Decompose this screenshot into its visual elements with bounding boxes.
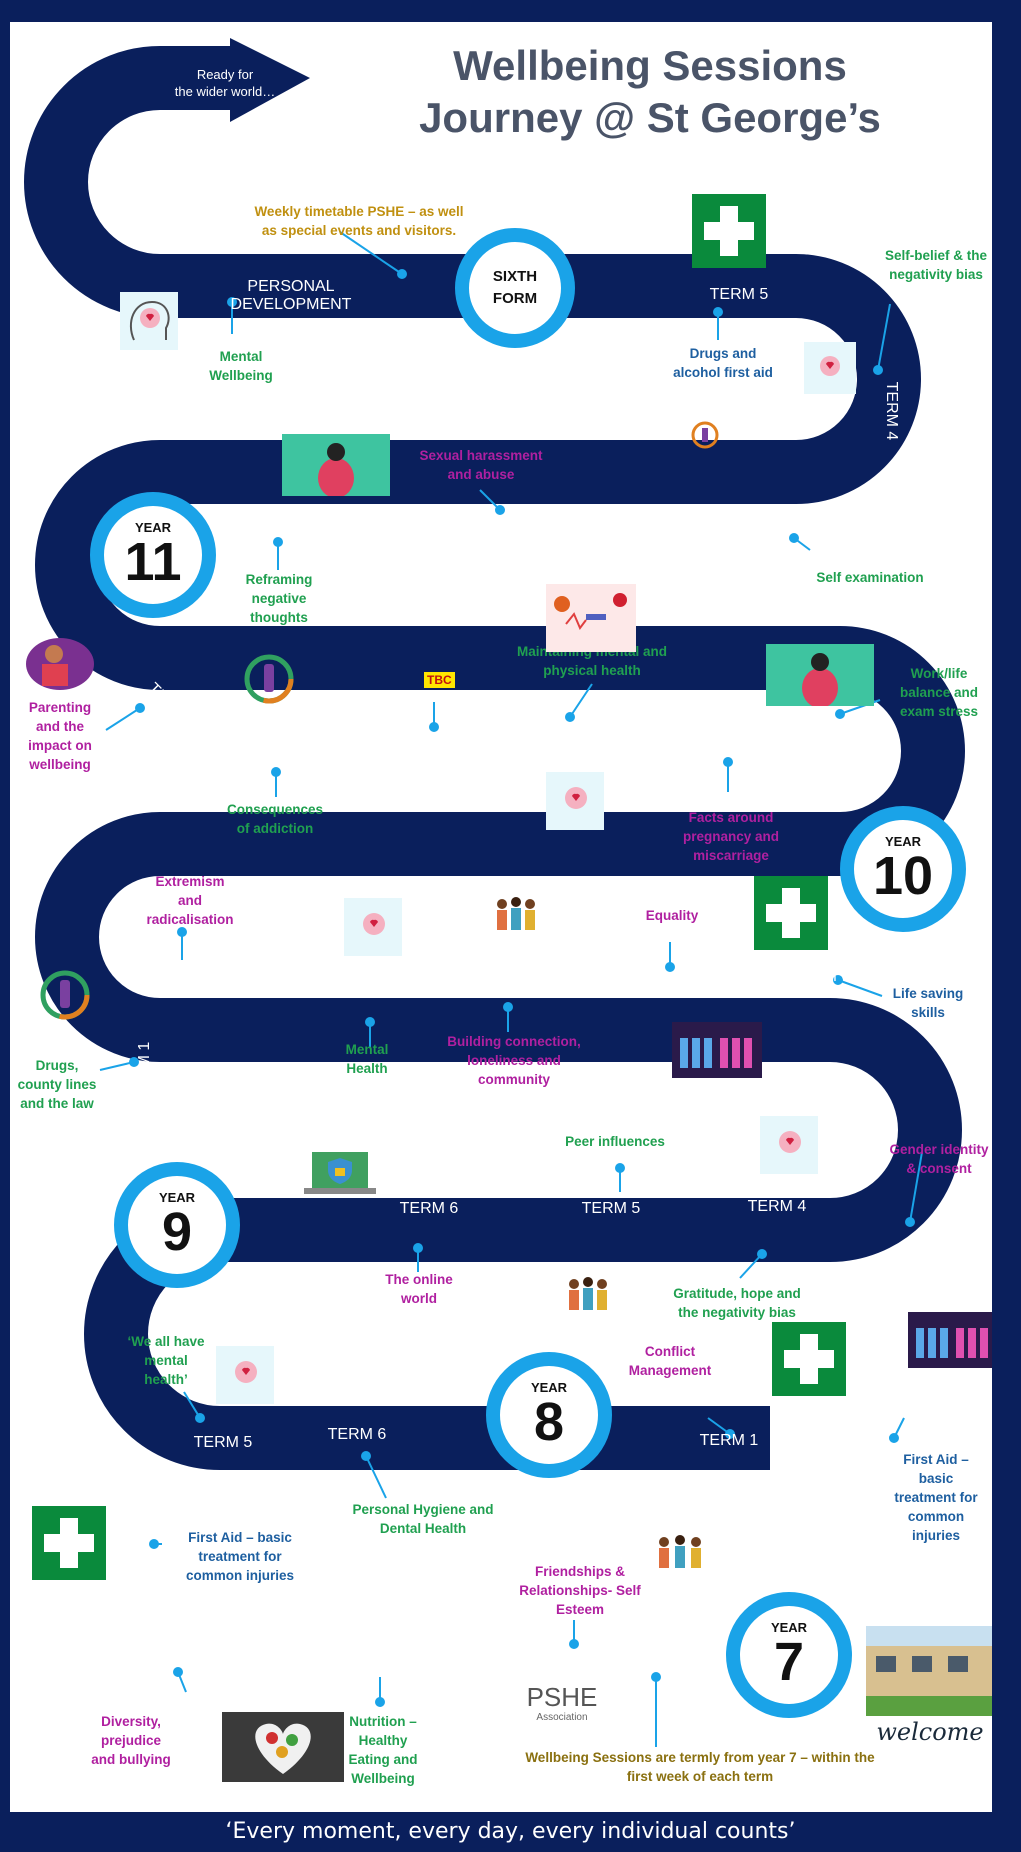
mental-health-label: Mental Health xyxy=(345,1042,389,1076)
page-title: Wellbeing Sessions Journey @ St George’s xyxy=(419,42,881,141)
y7-term5: TERM 5 xyxy=(193,1434,253,1451)
mental-wellbeing-label: Mental Wellbeing xyxy=(209,349,273,383)
brain-head-icon xyxy=(804,342,856,394)
pshe-note: Weekly timetable PSHE – as well as speci… xyxy=(254,204,464,238)
self-examination-label: Self examination xyxy=(816,570,924,585)
y8-term1: TERM 1 xyxy=(699,1432,759,1449)
y9-term5: TERM 5 xyxy=(653,970,713,987)
addiction-icon xyxy=(244,654,294,704)
y7-first-aid-label: First Aid – basic treatment for common i… xyxy=(185,1530,295,1583)
parenting-icon xyxy=(26,638,94,690)
y10-term4: TERM 4 xyxy=(403,744,463,761)
online-world-label: The online world xyxy=(385,1272,453,1306)
people-group-icon xyxy=(497,897,535,930)
friendships-label: Friendships & Relationships- Self Esteem xyxy=(519,1564,641,1617)
y7-term6: TERM 6 xyxy=(327,1426,387,1443)
sixth-term5: TERM 5 xyxy=(709,286,769,303)
work-life-label: Work/life balance and exam stress xyxy=(899,666,979,719)
personal-development-label: PERSONAL DEVELOPMENT xyxy=(230,278,352,313)
infographic-panel: Wellbeing Sessions Journey @ St George’s… xyxy=(10,22,992,1812)
extremism-label: Extremism and radicalisation xyxy=(146,874,234,927)
diversity-label: Diversity, prejudice and bullying xyxy=(91,1714,171,1767)
y7-term2: TERM 2 xyxy=(351,1648,411,1665)
drugs-first-aid-label: Drugs and alcohol first aid xyxy=(673,346,773,380)
footer-note: Wellbeing Sessions are termly from year … xyxy=(525,1750,875,1784)
people-group-icon xyxy=(569,1277,607,1310)
equality-people-icon xyxy=(672,1022,762,1078)
first-aid-icon xyxy=(692,194,766,268)
we-all-label: ‘We all have mental health’ xyxy=(127,1334,205,1387)
brain-head-icon xyxy=(216,1346,274,1404)
online-security-icon xyxy=(304,1152,376,1194)
y9-term1: TERM 1 xyxy=(136,1041,153,1101)
pshe-association: Association xyxy=(536,1712,588,1723)
drugs-county-label: Drugs, county lines and the law xyxy=(17,1058,97,1111)
y10-term5: TERM 5 xyxy=(237,746,297,763)
conflict-label: Conflict Management xyxy=(628,1344,712,1378)
hygiene-label: Personal Hygiene and Dental Health xyxy=(352,1502,494,1536)
tbc-badge: TBC xyxy=(424,672,455,688)
y11-term2: TERM 2 xyxy=(495,514,555,531)
y11-term1: TERM 1 xyxy=(249,516,309,533)
first-aid-icon xyxy=(772,1322,846,1396)
building-label: Building connection, loneliness and comm… xyxy=(447,1034,581,1087)
brain-head-icon xyxy=(546,772,604,830)
welcome-sign: welcome xyxy=(876,1718,984,1746)
sexual-harassment-label: Sexual harassment and abuse xyxy=(419,448,543,482)
addiction-icon xyxy=(40,970,90,1020)
y10-term3: TERM 3 xyxy=(545,744,605,761)
y8-term5: TERM 5 xyxy=(581,1200,641,1217)
distressed-person-icon xyxy=(766,644,874,706)
first-aid-icon xyxy=(32,1506,106,1580)
equality-label: Equality xyxy=(645,908,699,923)
first-aid-icon xyxy=(754,876,828,950)
brain-head-icon xyxy=(760,1116,818,1174)
school-building-image xyxy=(866,1626,992,1716)
sixth-form-circle: SIXTH FORM xyxy=(455,228,575,348)
y10-term2: TERM 2 xyxy=(715,742,775,759)
healthy-lifestyle-icon xyxy=(546,584,636,652)
gender-identity-label: Gender identity & consent xyxy=(889,1142,989,1176)
self-belief-label: Self-belief & the negativity bias xyxy=(884,248,987,282)
sixth-term4: TERM 4 xyxy=(883,381,900,441)
y11-term3: TERM 3 xyxy=(725,512,785,529)
y8-first-aid-label: First Aid – basic treatment for common i… xyxy=(894,1452,978,1543)
y9-term2: TERM 2 xyxy=(175,974,235,991)
arrow-head xyxy=(230,38,310,122)
arrow-text: Ready for the wider world… xyxy=(174,67,276,99)
facts-label: Facts around pregnancy and miscarriage xyxy=(682,810,780,863)
reframing-label: Reframing negative thoughts xyxy=(245,572,313,625)
addiction-icon xyxy=(691,421,719,449)
pshe-logo: PSHE xyxy=(526,1682,598,1712)
nutrition-label: Nutrition – Healthy Eating and Wellbeing xyxy=(348,1714,418,1786)
equality-people-icon xyxy=(908,1312,992,1368)
tagline-bar: ‘Every moment, every day, every individu… xyxy=(225,1819,796,1844)
y9-term6: TERM 6 xyxy=(791,968,851,985)
parenting-label: Parenting and the impact on wellbeing xyxy=(28,700,92,772)
y9-term4: TERM 4 xyxy=(483,972,543,989)
y7-term1: TERM 1 xyxy=(539,1650,599,1667)
healthy-food-icon xyxy=(222,1712,344,1782)
peer-influences-label: Peer influences xyxy=(565,1134,665,1149)
y9-term3: TERM 3 xyxy=(343,972,403,989)
brain-head-icon xyxy=(344,898,402,956)
gratitude-label: Gratitude, hope and the negativity bias xyxy=(673,1286,801,1320)
y8-term6: TERM 6 xyxy=(399,1200,459,1217)
distressed-person-icon xyxy=(282,434,390,496)
y7-term4: TERM 4 xyxy=(132,1515,149,1575)
brain-head-icon xyxy=(120,292,178,350)
consequences-label: Consequences of addiction xyxy=(226,802,324,836)
life-saving-label: Life saving skills xyxy=(892,986,964,1020)
y8-term4: TERM 4 xyxy=(747,1198,807,1215)
people-group-icon xyxy=(659,1535,701,1568)
